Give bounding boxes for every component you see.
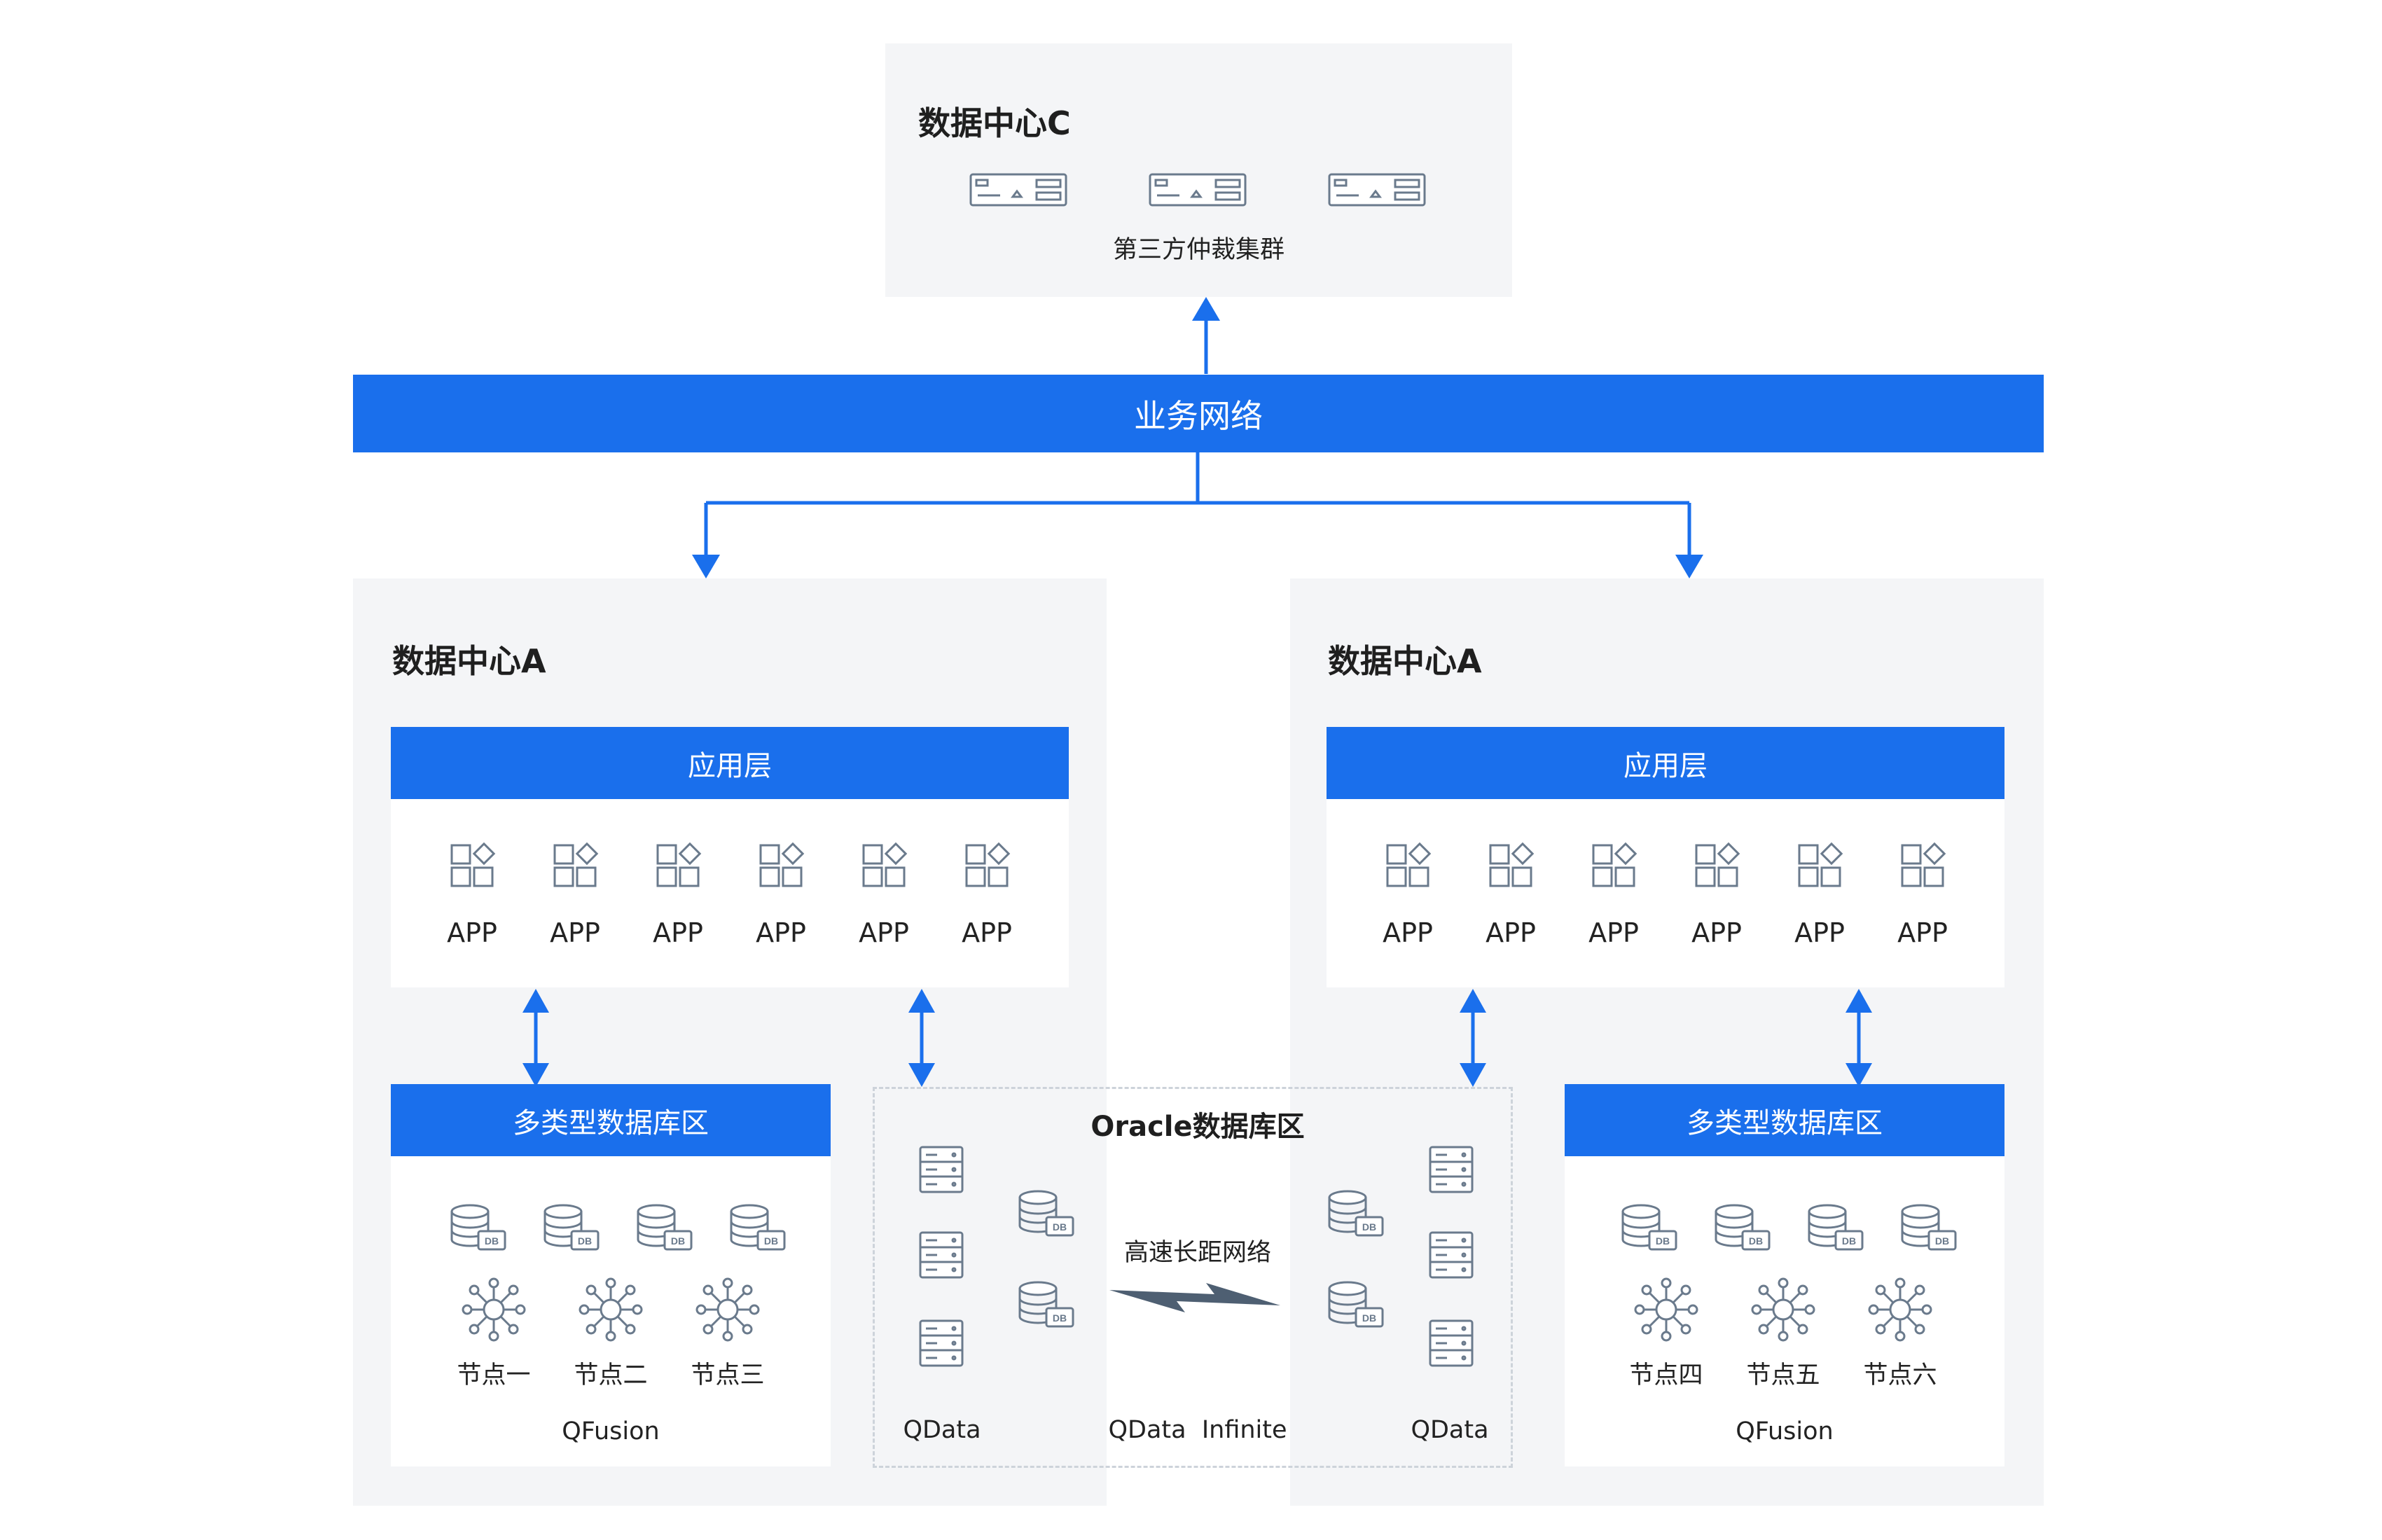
- app-label: APP: [756, 917, 806, 948]
- datacenter-c-panel: [885, 43, 1512, 297]
- app-label: APP: [1794, 917, 1845, 948]
- database-icon: [1621, 1204, 1677, 1251]
- node-label: 节点五: [1746, 1361, 1820, 1389]
- database-icon: [1715, 1204, 1771, 1251]
- app-label: APP: [1383, 917, 1433, 948]
- oracle-zone-title: Oracle数据库区: [1090, 1111, 1305, 1143]
- database-icon: [450, 1204, 506, 1251]
- app-label: APP: [962, 917, 1012, 948]
- qdata-left-label: QData: [903, 1416, 981, 1444]
- database-icon: [1018, 1281, 1074, 1328]
- arbitration-cluster-label: 第三方仲裁集群: [1112, 236, 1285, 264]
- database-icon: [1018, 1190, 1074, 1237]
- storage-server-icon: [1429, 1146, 1474, 1193]
- storage-server-icon: [1429, 1319, 1474, 1367]
- storage-server-icon: [919, 1231, 964, 1279]
- lightning-link-icon: [1109, 1283, 1280, 1312]
- database-icon: [1328, 1190, 1384, 1237]
- storage-server-icon: [919, 1146, 964, 1193]
- node-label: 节点二: [574, 1361, 648, 1389]
- app-label: APP: [1588, 917, 1639, 948]
- qdata-infinite-label: QData Infinite: [1108, 1416, 1287, 1444]
- app-label: APP: [1486, 917, 1536, 948]
- high-speed-network-label: 高速长距网络: [1123, 1239, 1271, 1267]
- db-zone-left-title: 多类型数据库区: [513, 1107, 709, 1139]
- app-label: APP: [447, 917, 497, 948]
- app-layer-left-header: 应用层: [391, 727, 1069, 799]
- db-zone-right-header: 多类型数据库区: [1565, 1084, 2004, 1156]
- app-layer-right-header: 应用层: [1327, 727, 2004, 799]
- app-label: APP: [1897, 917, 1948, 948]
- qfusion-label: QFusion: [1736, 1417, 1834, 1445]
- business-network-label: 业务网络: [1134, 396, 1263, 435]
- node-label: 节点三: [691, 1361, 765, 1389]
- database-icon: [1328, 1281, 1384, 1328]
- app-label: APP: [1691, 917, 1742, 948]
- network-node-icon: [579, 1277, 643, 1342]
- network-node-icon: [462, 1277, 526, 1342]
- app-label: APP: [550, 917, 600, 948]
- datacenter-c-title: 数据中心C: [918, 104, 1071, 142]
- database-icon: [1808, 1204, 1864, 1251]
- node-label: 节点四: [1629, 1361, 1703, 1389]
- app-layer-left-title: 应用层: [688, 749, 772, 782]
- oracle-zone: [873, 1087, 1513, 1468]
- db-zone-left-header: 多类型数据库区: [391, 1084, 831, 1156]
- network-node-icon: [1634, 1277, 1698, 1342]
- datacenter-right-title: 数据中心A: [1328, 642, 1482, 680]
- network-node-icon: [695, 1277, 760, 1342]
- db-zone-right-title: 多类型数据库区: [1687, 1107, 1883, 1139]
- node-label: 节点一: [457, 1361, 531, 1389]
- app-label: APP: [859, 917, 909, 948]
- database-icon: [730, 1204, 786, 1251]
- storage-server-icon: [1429, 1231, 1474, 1279]
- app-label: APP: [653, 917, 703, 948]
- app-layer-right-title: 应用层: [1623, 749, 1708, 782]
- network-node-icon: [1868, 1277, 1932, 1342]
- business-network-bar: 业务网络: [353, 375, 2044, 452]
- network-node-icon: [1751, 1277, 1815, 1342]
- storage-server-icon: [919, 1319, 964, 1367]
- database-icon: [543, 1204, 600, 1251]
- datacenter-left-title: 数据中心A: [392, 642, 546, 680]
- qfusion-label: QFusion: [562, 1417, 660, 1445]
- node-label: 节点六: [1863, 1361, 1937, 1389]
- database-icon: [637, 1204, 693, 1251]
- database-icon: [1901, 1204, 1957, 1251]
- qdata-right-label: QData: [1411, 1416, 1489, 1444]
